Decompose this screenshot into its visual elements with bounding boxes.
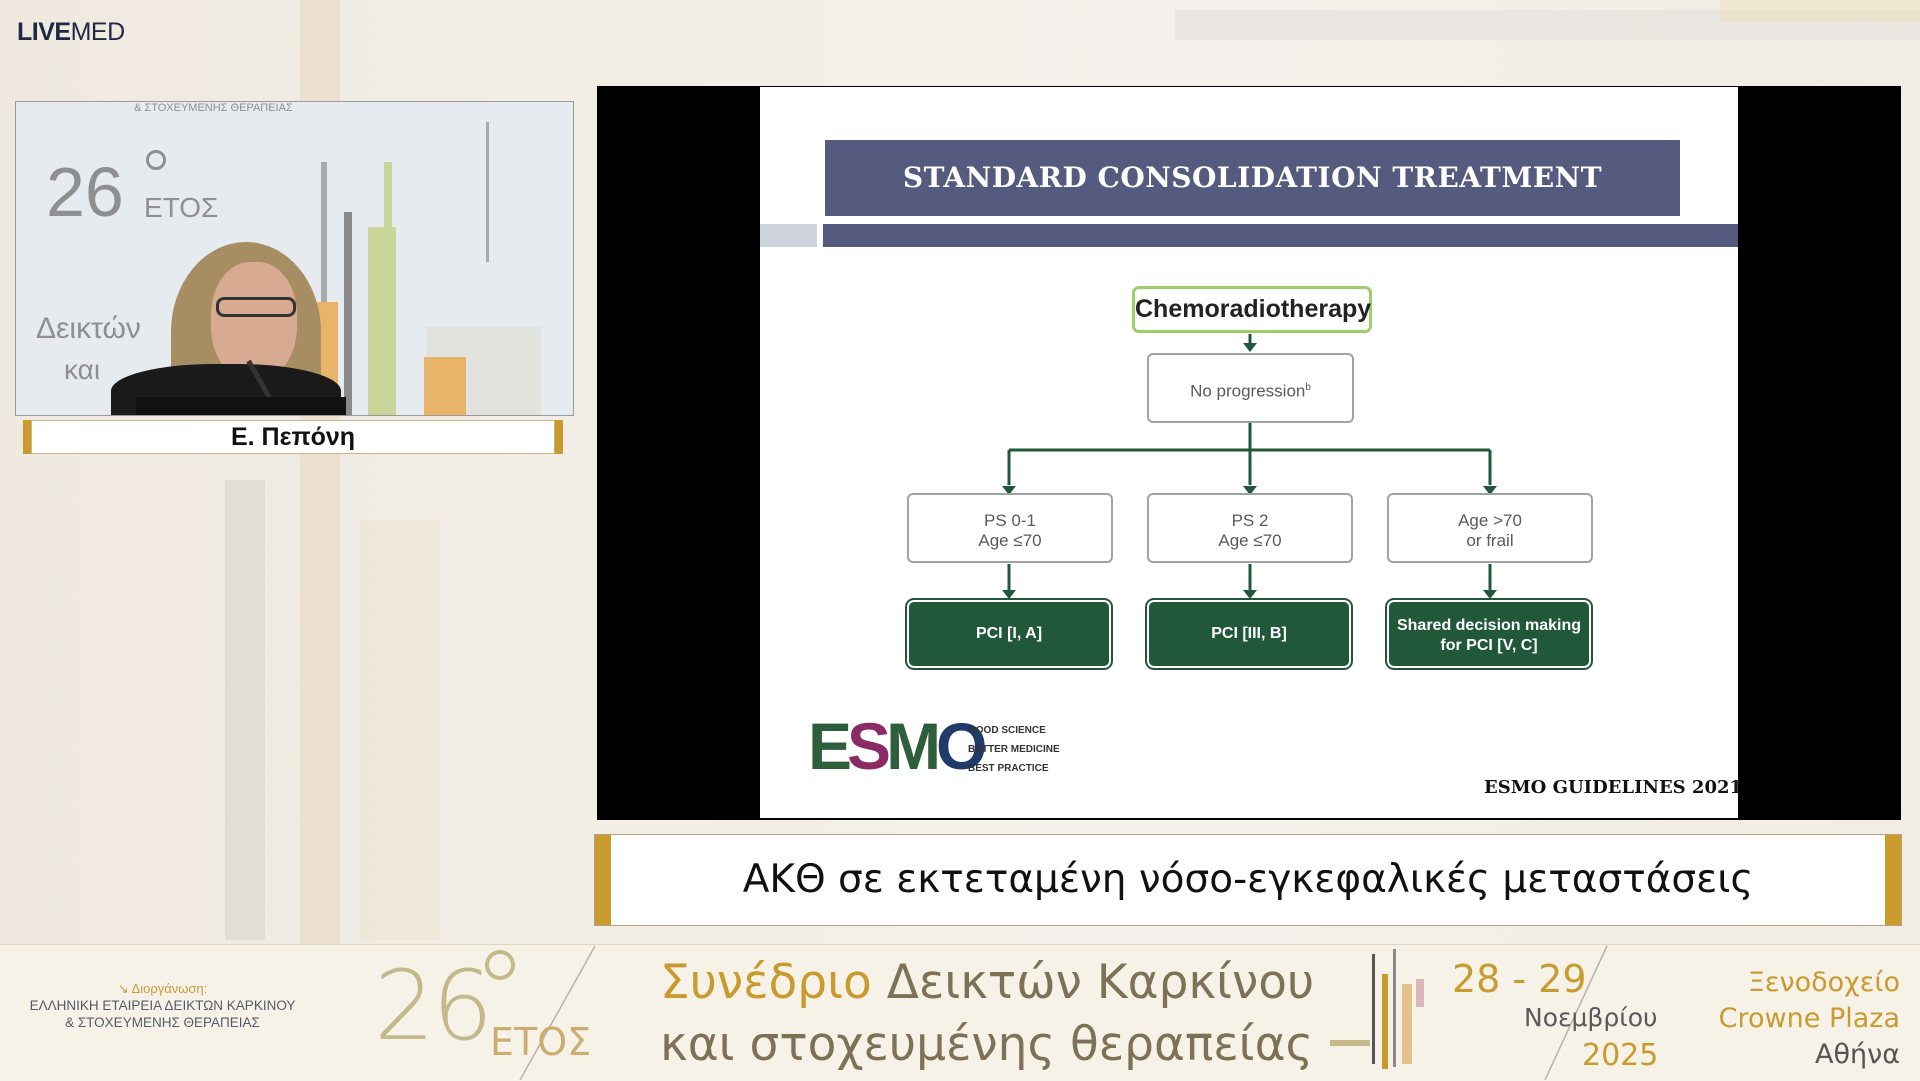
flow-group-3-line2: or frail xyxy=(1466,531,1514,550)
video-backdrop-line2: και xyxy=(64,354,101,385)
flow-outcome-3: Shared decision making for PCI [V, C] xyxy=(1387,600,1591,668)
logo-live: LIVE xyxy=(17,18,71,46)
footer-organizer-line1: ΕΛΛΗΝΙΚΗ ΕΤΑΙΡΕΙΑ ΔΕΙΚΤΩΝ ΚΑΡΚΙΝΟΥ xyxy=(29,998,296,1013)
flow-group-1: PS 0-1 Age ≤70 xyxy=(907,493,1113,563)
slide-source: ESMO GUIDELINES 2021 xyxy=(1484,777,1743,798)
flow-group-1-line1: PS 0-1 xyxy=(984,511,1036,530)
flow-outcome-2-text: PCI [III, B] xyxy=(1211,625,1287,642)
flow-group-2: PS 2 Age ≤70 xyxy=(1147,493,1353,563)
speaker-name-label: Ε. Πεπόνη xyxy=(23,420,563,454)
esmo-logo: ESMO xyxy=(808,713,987,779)
flow-step-sup: b xyxy=(1305,382,1311,393)
flow-group-1-line2: Age ≤70 xyxy=(978,531,1042,550)
flow-outcome-1: PCI [I, A] xyxy=(907,600,1111,668)
esmo-tagline-3: BEST PRACTICE xyxy=(968,763,1049,774)
esmo-logo-e: E xyxy=(808,709,852,783)
footer-year: 2025 xyxy=(1582,1038,1659,1073)
footer-venue: Ξενοδοχείο Crowne Plaza Αθήνα xyxy=(1700,965,1900,1073)
session-caption: ΑΚΘ σε εκτεταμένη νόσο-εγκεφαλικές μετασ… xyxy=(595,835,1901,925)
footer-venue-line1: Ξενοδοχείο xyxy=(1747,967,1900,998)
title-rule-gray xyxy=(760,224,817,247)
video-backdrop-line1: Δεικτών xyxy=(36,312,141,345)
video-backdrop-26: 26 xyxy=(46,153,124,231)
title-rule-blue xyxy=(823,224,1738,247)
background-bar xyxy=(1720,0,1920,22)
footer-conf-word1: Συνέδριο xyxy=(660,955,872,1010)
speaker-face xyxy=(211,262,297,380)
flow-step-text: No progression xyxy=(1190,381,1306,401)
footer-conf-word2: Δεικτών Καρκίνου xyxy=(886,955,1315,1010)
footer-banner xyxy=(0,944,1920,1081)
footer-organizer-label: ↘ Διοργάνωση: xyxy=(117,981,208,996)
flow-root-chemoradiotherapy: Chemoradiotherapy xyxy=(1132,286,1372,333)
flow-group-2-line1: PS 2 xyxy=(1231,511,1269,530)
backdrop-bar xyxy=(344,212,352,415)
video-backdrop-org: & ΣΤΟΧΕΥΜΕΝΗΣ ΘΕΡΑΠΕΙΑΣ xyxy=(134,102,293,114)
background-bar xyxy=(225,480,265,940)
flow-outcome-3-line2: for PCI [V, C] xyxy=(1440,637,1538,654)
footer-venue-city: Αθήνα xyxy=(1815,1039,1900,1070)
backdrop-bar xyxy=(321,162,327,415)
footer-dividers xyxy=(519,945,1608,1080)
esmo-tagline: GOOD SCIENCE BETTER MEDICINE BEST PRACTI… xyxy=(968,721,1060,778)
backdrop-bar xyxy=(424,357,466,415)
esmo-tagline-1: GOOD SCIENCE xyxy=(968,725,1046,736)
background-bar xyxy=(360,520,440,940)
podium xyxy=(136,397,346,415)
flow-group-2-line2: Age ≤70 xyxy=(1218,531,1282,550)
footer-month: Νοεμβρίου xyxy=(1524,1003,1658,1032)
footer-edition-word: ΕΤΟΣ xyxy=(490,1020,592,1064)
flow-outcome-3-line1: Shared decision making xyxy=(1396,617,1582,634)
flow-group-3-line1: Age >70 xyxy=(1458,511,1522,530)
footer-conference-title: Συνέδριο Δεικτών Καρκίνου και στοχευμένη… xyxy=(660,952,1314,1076)
video-backdrop-degree xyxy=(146,150,166,170)
flow-outcome-1-text: PCI [I, A] xyxy=(975,625,1043,642)
backdrop-bar xyxy=(384,162,392,415)
esmo-tagline-2: BETTER MEDICINE xyxy=(968,744,1060,755)
footer-degree-mark xyxy=(485,950,515,980)
logo-med: MED xyxy=(70,18,126,46)
footer-edition-number: 26 xyxy=(374,950,493,1062)
esmo-logo-m: M xyxy=(886,709,941,783)
video-backdrop-etos: ΕΤΟΣ xyxy=(144,192,219,223)
footer-organizer-line2: & ΣΤΟΧΕΥΜΕΝΗΣ ΘΕΡΑΠΕΙΑΣ xyxy=(65,1015,260,1030)
flow-outcome-2: PCI [III, B] xyxy=(1147,600,1351,668)
footer-venue-line2: Crowne Plaza xyxy=(1718,1003,1900,1034)
backdrop-bar xyxy=(486,122,489,262)
footer-conf-line2: και στοχευμένης θεραπείας xyxy=(660,1017,1314,1072)
speaker-video: & ΣΤΟΧΕΥΜΕΝΗΣ ΘΕΡΑΠΕΙΑΣ 26 ΕΤΟΣ Δεικτών … xyxy=(15,101,574,416)
esmo-logo-o: O xyxy=(936,709,987,783)
footer-organizer: ↘ Διοργάνωση: ΕΛΛΗΝΙΚΗ ΕΤΑΙΡΕΙΑ ΔΕΙΚΤΩΝ … xyxy=(20,980,305,1031)
esmo-logo-s: S xyxy=(847,709,891,783)
slide-title: STANDARD CONSOLIDATION TREATMENT xyxy=(825,140,1680,216)
speaker-glasses xyxy=(216,297,296,317)
footer-dates: 28 - 29 xyxy=(1452,957,1587,1001)
livemed-logo: LIVEMED xyxy=(17,18,125,47)
flow-group-3: Age >70 or frail xyxy=(1387,493,1593,563)
flow-step-no-progression: No progressionb xyxy=(1147,353,1354,423)
